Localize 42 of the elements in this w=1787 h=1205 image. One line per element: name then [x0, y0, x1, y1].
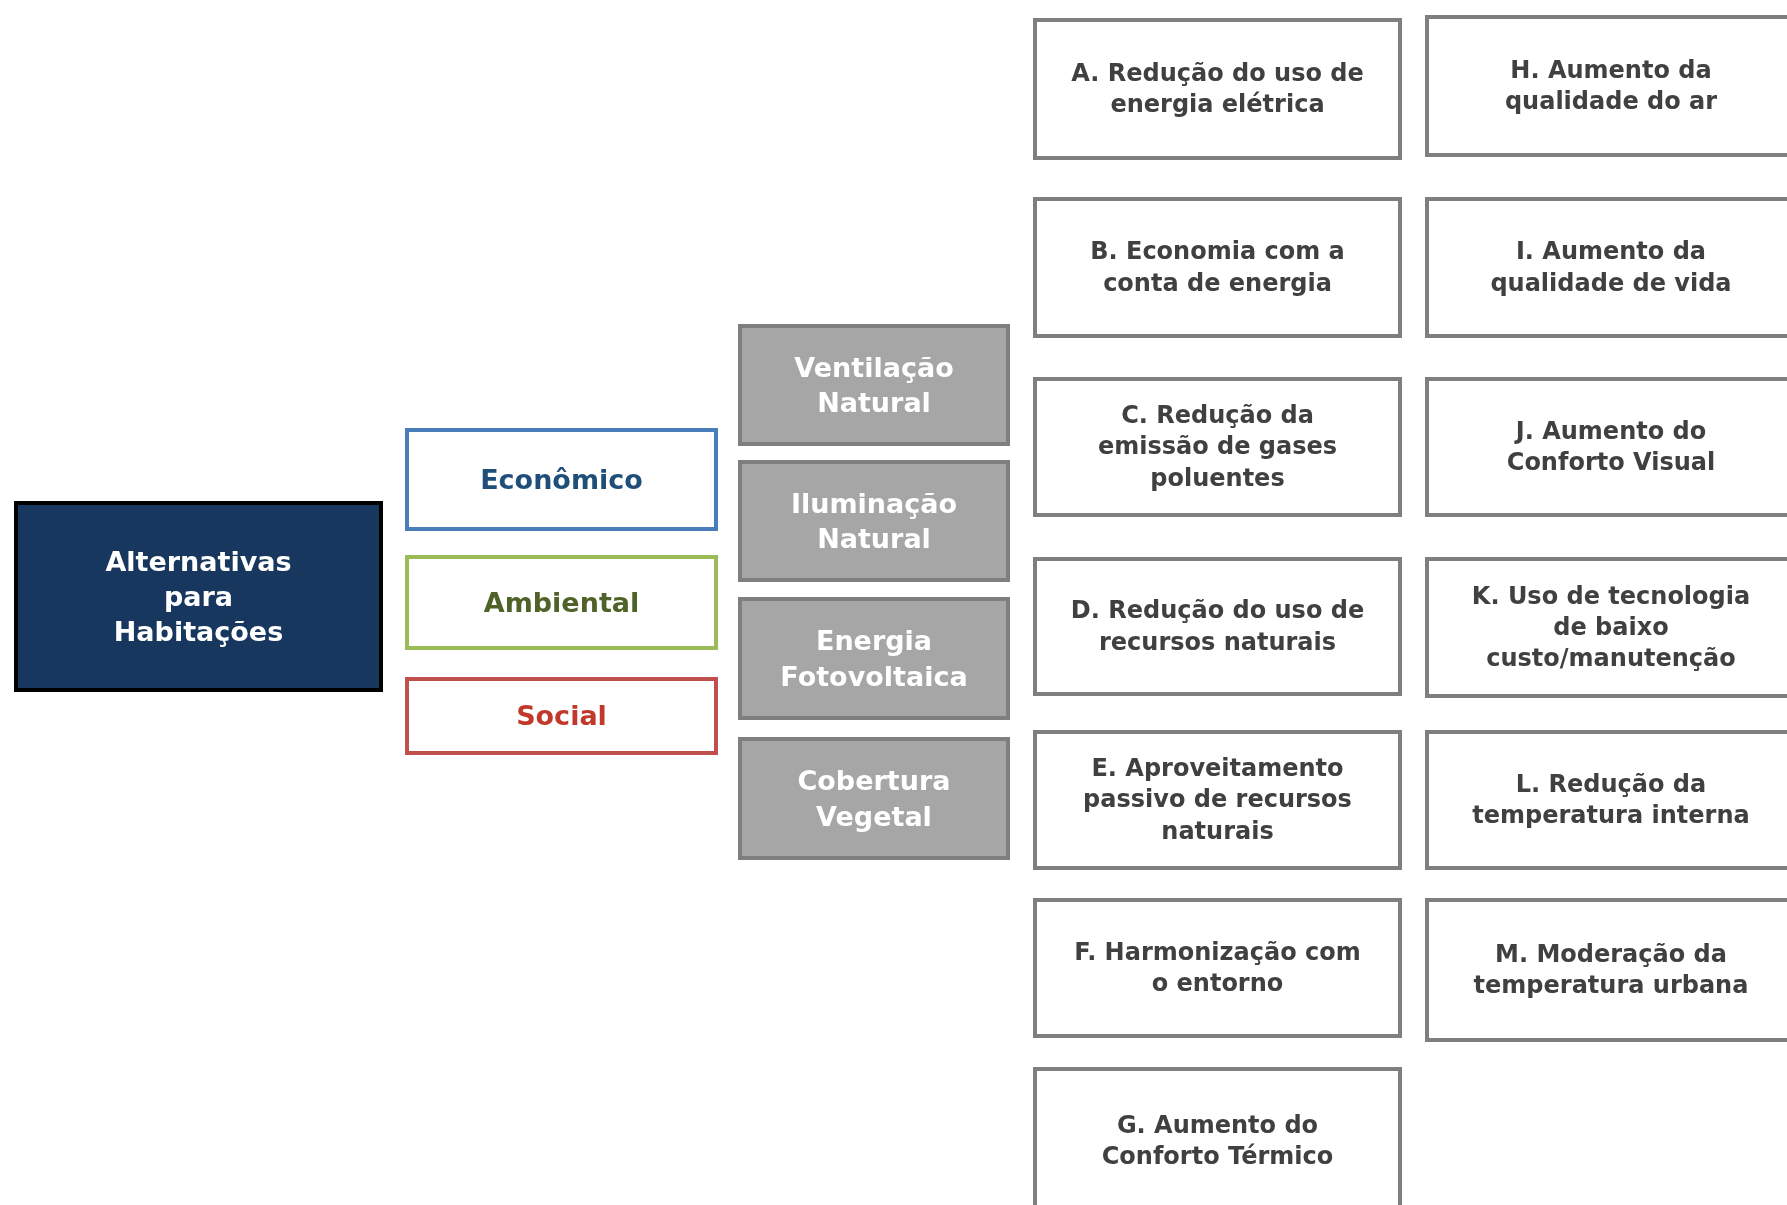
box-label: E. Aproveitamento passivo de recursos naturais: [1082, 753, 1353, 847]
box-label: I. Aumento da qualidade de vida: [1489, 236, 1733, 299]
box-label: J. Aumento do Conforto Visual: [1505, 415, 1717, 478]
box-label: Social: [516, 699, 607, 734]
benefit-box: [1033, 730, 1402, 870]
box-label: Econômico: [480, 462, 643, 497]
box-label: G. Aumento do Conforto Térmico: [1100, 1109, 1335, 1172]
benefit-box: [1425, 730, 1787, 870]
box-label: B. Economia com a conta de energia: [1089, 236, 1346, 299]
box-label: Ventilação Natural: [793, 350, 955, 420]
benefit-box: [1425, 557, 1787, 698]
topic-box: [14, 501, 383, 692]
box-label: L. Redução da temperatura interna: [1471, 768, 1751, 831]
benefit-box: [1033, 1067, 1402, 1205]
box-label: C. Redução da emissão de gases poluentes: [1096, 400, 1339, 494]
dimension-box: [405, 677, 718, 755]
benefit-box: [1033, 377, 1402, 517]
box-label: D. Redução do uso de recursos naturais: [1069, 595, 1366, 658]
strategy-box: [738, 597, 1010, 720]
benefit-box: [1033, 557, 1402, 696]
benefit-box: [1033, 18, 1402, 160]
strategy-box: [738, 324, 1010, 446]
box-label: Alternativas para Habitações: [105, 544, 292, 650]
box-label: H. Aumento da qualidade do ar: [1503, 54, 1719, 117]
box-label: K. Uso de tecnologia de baixo custo/manutenção: [1470, 580, 1752, 675]
box-label: Cobertura Vegetal: [796, 764, 952, 834]
box-label: Ambiental: [483, 585, 640, 620]
benefit-box: [1425, 197, 1787, 338]
box-label: Energia Fotovoltaica: [779, 624, 969, 694]
box-label: A. Redução do uso de energia elétrica: [1070, 57, 1365, 120]
benefit-box: [1033, 197, 1402, 338]
box-label: F. Harmonização com o entorno: [1073, 936, 1362, 999]
benefit-box: [1425, 15, 1787, 157]
dimension-box: [405, 428, 718, 531]
box-label: M. Moderação da temperatura urbana: [1472, 938, 1750, 1001]
benefit-box: [1425, 898, 1787, 1042]
benefit-box: [1425, 377, 1787, 517]
strategy-box: [738, 737, 1010, 860]
strategy-box: [738, 460, 1010, 582]
box-label: Iluminação Natural: [789, 486, 959, 556]
benefit-box: [1033, 898, 1402, 1038]
dimension-box: [405, 555, 718, 650]
